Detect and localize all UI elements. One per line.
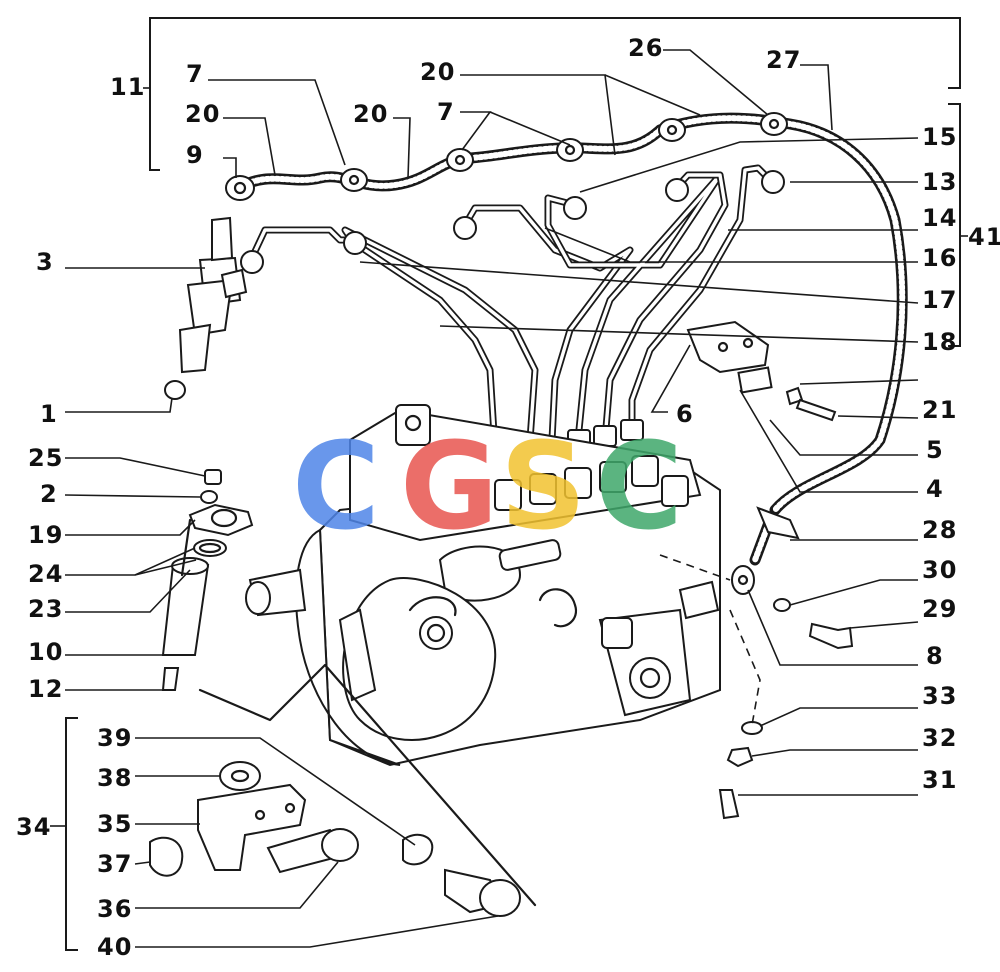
callout-10: 10 <box>28 638 63 666</box>
callout-21: 21 <box>922 396 957 424</box>
callout-2: 2 <box>40 480 58 508</box>
banjo-fittings <box>225 112 788 201</box>
bracket-group-11 <box>149 17 961 171</box>
callout-34: 34 <box>16 813 51 841</box>
callout-8: 8 <box>926 642 944 670</box>
callout-30: 30 <box>922 556 957 584</box>
callout-7b: 7 <box>437 98 455 126</box>
bracket-group-41 <box>948 103 961 347</box>
callout-15: 15 <box>922 123 957 151</box>
callout-3: 3 <box>36 248 54 276</box>
bracket-group-34 <box>65 717 78 951</box>
injection-pump-body <box>245 404 721 767</box>
callout-31: 31 <box>922 766 957 794</box>
callout-14: 14 <box>922 204 957 232</box>
pipe-clamp <box>686 320 773 394</box>
callout-4: 4 <box>926 475 944 503</box>
callout-23: 23 <box>28 595 63 623</box>
callout-40: 40 <box>97 933 132 961</box>
callout-20a: 20 <box>185 100 220 128</box>
callout-37: 37 <box>97 850 132 878</box>
callout-25: 25 <box>28 444 63 472</box>
callout-20b: 20 <box>353 100 388 128</box>
watermark-letter-4: C <box>595 418 683 557</box>
callout-19: 19 <box>28 521 63 549</box>
delivery-valve-holders <box>494 455 689 511</box>
callout-32: 32 <box>922 724 957 752</box>
watermark-letter-3: S <box>500 418 586 557</box>
callout-41: 41 <box>968 223 1000 251</box>
callout-9: 9 <box>186 141 204 169</box>
callout-6: 6 <box>676 400 694 428</box>
watermark-letter-2: G <box>400 418 499 557</box>
callout-5: 5 <box>926 436 944 464</box>
callout-26: 26 <box>628 34 663 62</box>
right-side-parts <box>659 386 854 820</box>
callout-35: 35 <box>97 810 132 838</box>
callout-29: 29 <box>922 595 957 623</box>
callout-27: 27 <box>766 46 801 74</box>
callout-28: 28 <box>922 516 957 544</box>
watermark-letter-1: C <box>292 418 380 557</box>
callout-33: 33 <box>922 682 957 710</box>
callout-11: 11 <box>110 73 145 101</box>
callout-18: 18 <box>922 328 957 356</box>
callout-16: 16 <box>922 244 957 272</box>
injection-pipes <box>240 164 785 469</box>
callout-17: 17 <box>922 286 957 314</box>
callout-13: 13 <box>922 168 957 196</box>
callout-39: 39 <box>97 724 132 752</box>
callout-24: 24 <box>28 560 63 588</box>
callout-labels: 11 7 20 9 20 7 20 26 27 15 13 14 41 16 1… <box>16 34 1000 961</box>
watermark: C G S C <box>292 418 683 557</box>
injector <box>164 216 248 400</box>
callout-12: 12 <box>28 675 63 703</box>
callout-1: 1 <box>40 400 58 428</box>
callout-20c: 20 <box>420 58 455 86</box>
callout-38: 38 <box>97 764 132 792</box>
callout-36: 36 <box>97 895 132 923</box>
left-small-parts <box>161 469 254 691</box>
leader-lines <box>64 49 919 948</box>
callout-7a: 7 <box>186 60 204 88</box>
